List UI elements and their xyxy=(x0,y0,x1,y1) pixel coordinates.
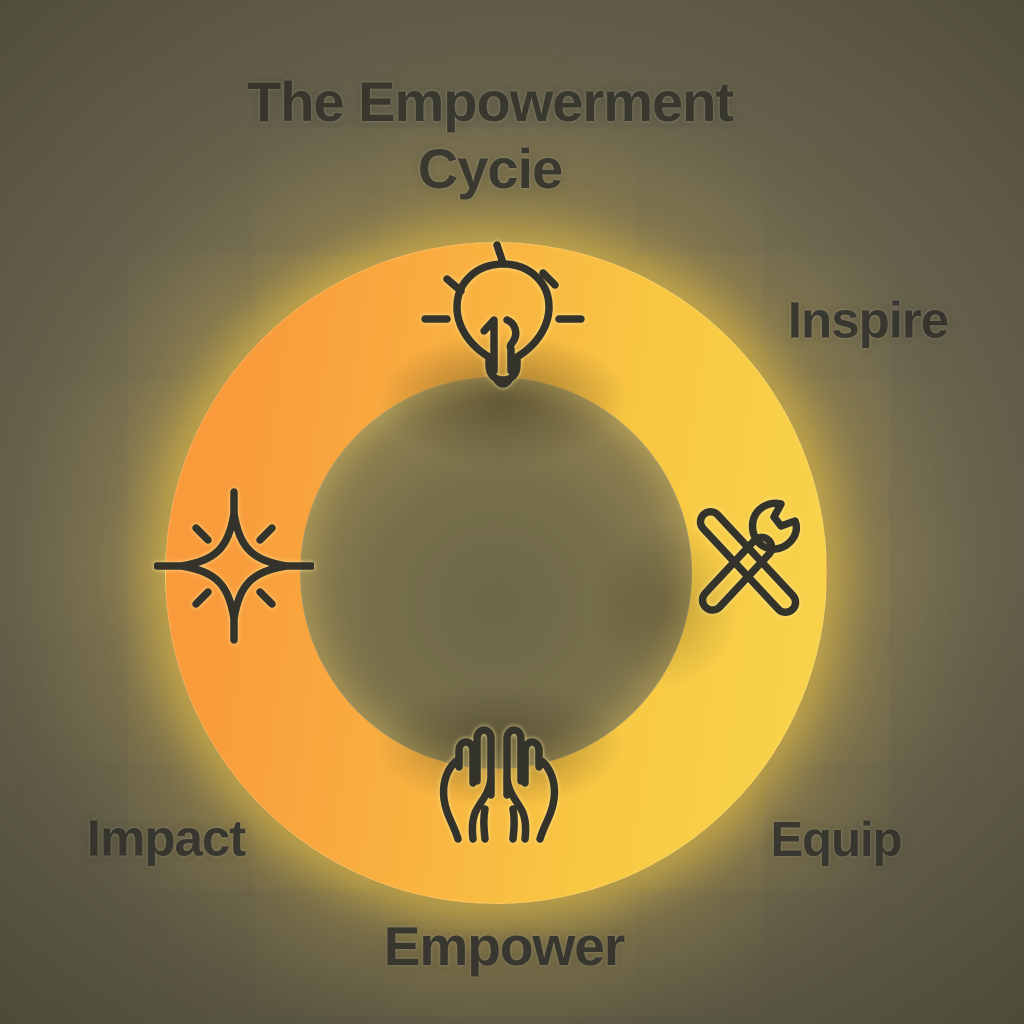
title-line-2: Cycie xyxy=(417,137,563,200)
stage-label-impact: Impact xyxy=(86,809,246,867)
lightbulb-icon xyxy=(421,241,585,388)
title-line-1: The Empowerment xyxy=(247,70,734,133)
sparkle-icon xyxy=(154,488,314,644)
stage-label-inspire: Inspire xyxy=(787,291,949,349)
crossed-tools-icon xyxy=(696,499,801,616)
cycle-ring-center xyxy=(300,377,692,769)
stage-label-equip: Equip xyxy=(770,813,902,867)
stage-label-empower: Empower xyxy=(383,915,626,977)
page-title: The Empowerment Cycie xyxy=(0,68,980,202)
open-hands-icon xyxy=(439,726,559,843)
